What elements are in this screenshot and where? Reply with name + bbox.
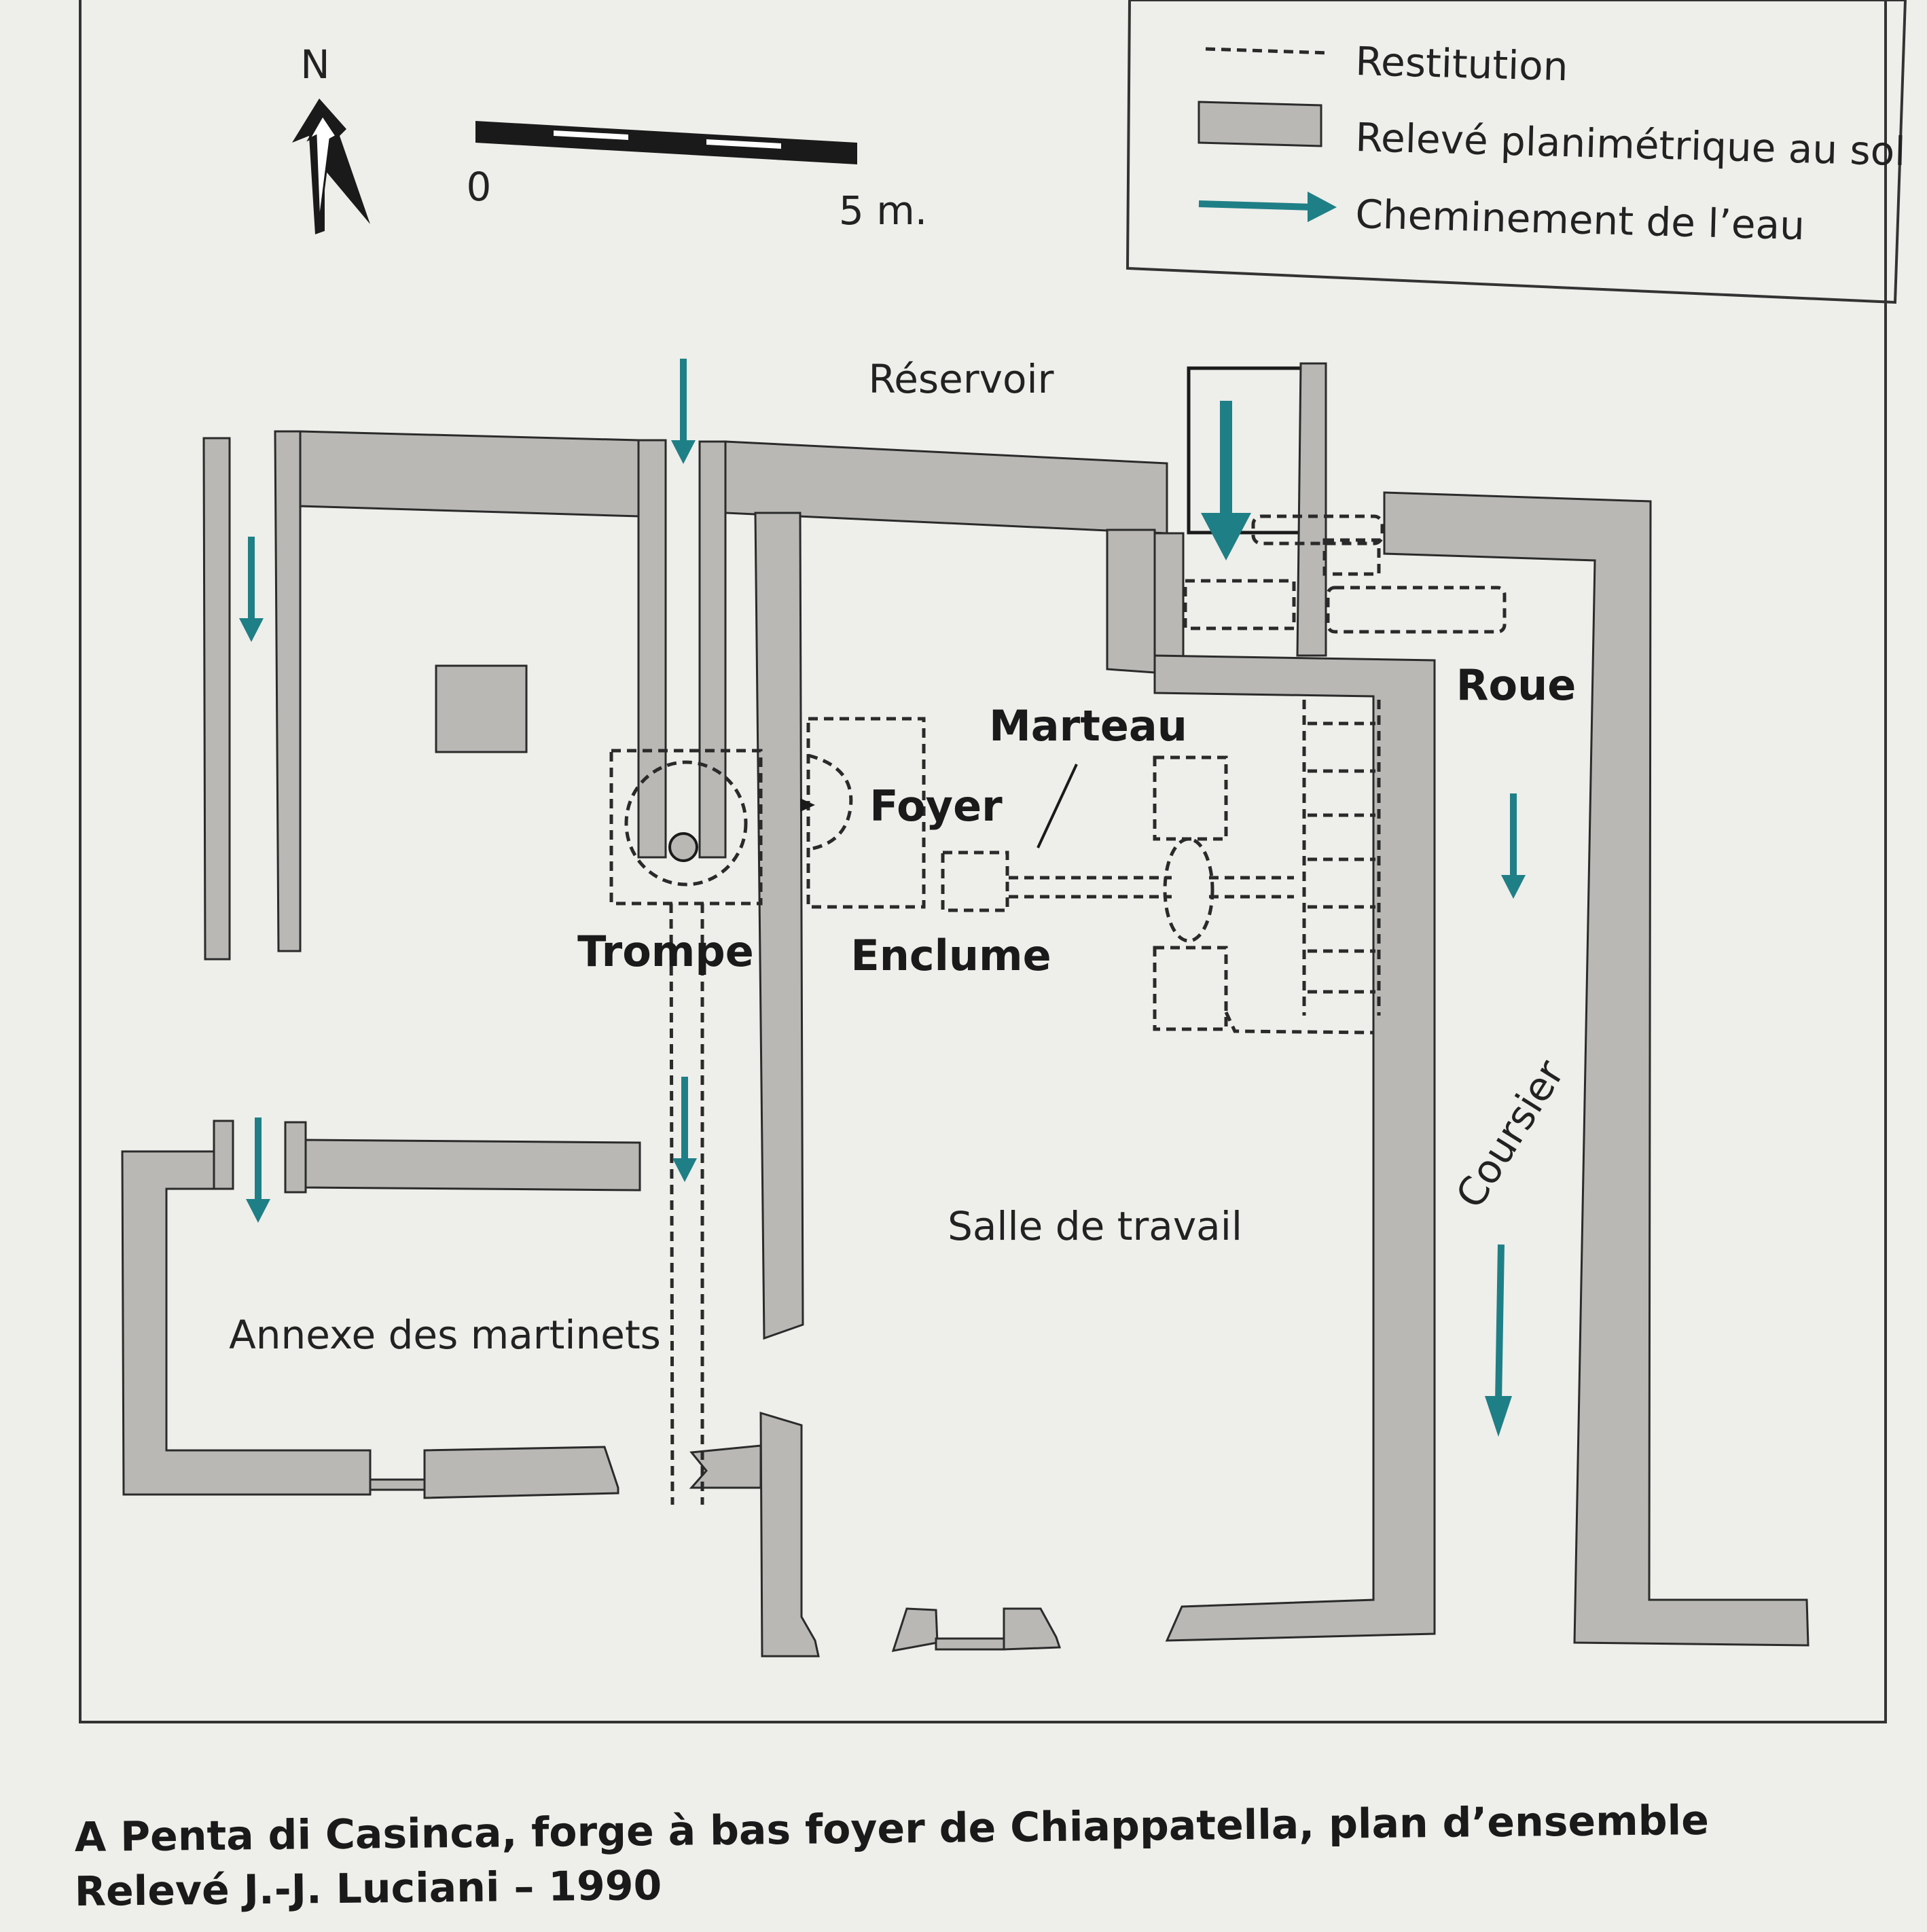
water-arrow-icon	[1485, 1244, 1512, 1437]
water-arrow-icon	[246, 1117, 270, 1223]
scale-end-label: 5 m.	[839, 187, 927, 234]
legend-restitution-label: Restitution	[1355, 38, 1569, 90]
water-arrow-icon	[672, 1077, 697, 1182]
legend	[1125, 0, 1907, 304]
legend-dashed-swatch	[1205, 47, 1331, 55]
legend-water-arrow-icon	[1198, 192, 1337, 222]
legend-water-label: Cheminement de l’eau	[1355, 191, 1805, 249]
label-reservoir: Réservoir	[869, 356, 1054, 402]
north-label: N	[300, 41, 329, 88]
marteau-pointer	[1037, 764, 1078, 848]
scale-start-label: 0	[467, 164, 492, 210]
label-foyer: Foyer	[869, 781, 1003, 831]
label-enclume: Enclume	[850, 931, 1051, 980]
water-arrow-icon	[671, 359, 696, 464]
label-annexe-des-martinets: Annexe des martinets	[229, 1312, 661, 1358]
caption-credit: Relevé J.-J. Luciani – 1990	[74, 1862, 662, 1916]
water-arrow-icon	[1201, 401, 1251, 560]
water-flow-arrows	[239, 359, 1526, 1437]
caption-title: A Penta di Casinca, forge à bas foyer de…	[74, 1797, 1709, 1861]
restitution-lines	[609, 514, 1507, 1505]
label-salle-de-travail: Salle de travail	[948, 1203, 1242, 1249]
label-marteau: Marteau	[989, 701, 1187, 751]
label-trompe: Trompe	[577, 927, 754, 976]
plan-frame	[79, 0, 1887, 1723]
label-roue: Roue	[1456, 660, 1577, 710]
legend-releve-label: Relevé planimétrique au sol	[1355, 114, 1907, 175]
water-arrow-icon	[239, 537, 264, 642]
legend-wall-swatch	[1197, 101, 1322, 147]
label-coursier: Coursier	[1447, 1052, 1573, 1216]
surveyed-walls	[121, 362, 1809, 1658]
north-arrow-icon	[292, 99, 370, 234]
legend-box	[1125, 0, 1907, 304]
scale-bar	[475, 121, 857, 164]
water-arrow-icon	[1501, 793, 1526, 899]
